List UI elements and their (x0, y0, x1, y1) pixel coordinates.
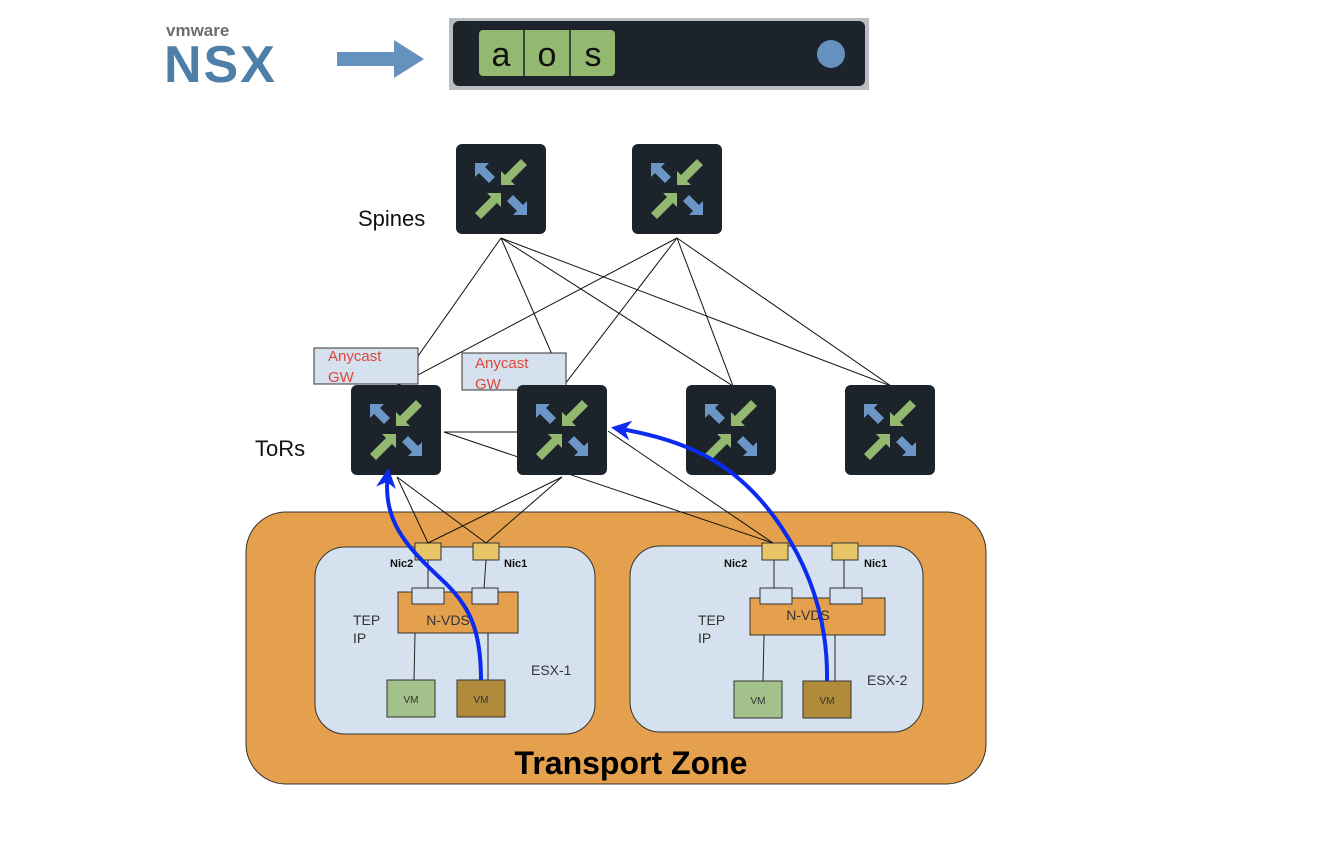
vm-label: VM (820, 696, 835, 707)
link-tor2-esx2-nic2 (607, 430, 774, 544)
nvds-uplink-port (829, 587, 863, 605)
spine-switch-1[interactable] (456, 144, 546, 234)
aos-letter-o: o (538, 36, 557, 74)
tor-switch-1[interactable] (351, 385, 441, 475)
spines-label: Spines (358, 206, 425, 231)
anycast-label-line1: Anycast (475, 355, 529, 372)
anycast-label-line2: GW (475, 376, 502, 393)
nvds-label: N-VDS (426, 612, 470, 628)
anycast-label-line2: GW (328, 369, 355, 386)
host-name-label: ESX-1 (531, 662, 572, 678)
anycast-gw-tor2: Anycast GW (461, 352, 567, 393)
flow-arrow-esx1-vm-to-tor1 (376, 468, 483, 681)
nvds-uplink-port (759, 587, 793, 605)
vm-box[interactable] (802, 680, 852, 719)
aos-logo: a o s (449, 18, 869, 90)
nic1-label: Nic1 (864, 558, 887, 570)
nic2[interactable] (761, 542, 789, 561)
tors-label: ToRs (255, 436, 305, 461)
fabric-links (396, 237, 892, 544)
link-spine2-tor1 (396, 237, 678, 387)
vm-label: VM (404, 695, 419, 706)
tep-ip-label-line1: TEP (698, 612, 725, 628)
link-spine1-tor4 (500, 237, 892, 387)
tep-ip-label-line2: IP (353, 630, 366, 646)
nic2-label: Nic2 (724, 558, 747, 570)
link-tor1-esx1-nic2 (396, 476, 429, 544)
transport-zone-label: Transport Zone (515, 745, 748, 781)
anycast-label-line1: Anycast (328, 348, 382, 365)
aos-letter-a: a (492, 36, 511, 74)
anycast-gw-tor1: Anycast GW (313, 347, 419, 386)
link-spine2-tor3 (676, 237, 734, 387)
nsx-brand-text: NSX (164, 36, 277, 94)
nic1[interactable] (831, 542, 859, 561)
link-tor1-esx2-nic2 (443, 431, 774, 544)
nic1-label: Nic1 (504, 558, 527, 570)
link-spine2-tor2 (564, 237, 678, 385)
flow-arrow-esx2-vm-to-tor2 (611, 420, 830, 682)
migration-arrow-icon (337, 40, 424, 78)
spine-switch-2[interactable] (632, 144, 722, 234)
link-tor2-esx1-nic1 (485, 476, 563, 544)
tep-ip-label-line2: IP (698, 630, 711, 646)
tor-switch-4[interactable] (845, 385, 935, 475)
host-name-label: ESX-2 (867, 672, 908, 688)
link-tor1-esx1-nic1 (396, 476, 487, 544)
host-esx-2[interactable]: N-VDS Nic2 Nic1 TEP IP VM VM ESX-2 (629, 542, 924, 733)
nic2-label: Nic2 (390, 558, 413, 570)
vmware-nsx-logo: vmware NSX (164, 21, 277, 94)
aos-status-dot-icon (817, 40, 845, 68)
tor-switch-2[interactable] (517, 385, 607, 475)
vm-label: VM (474, 695, 489, 706)
tep-ip-label-line1: TEP (353, 612, 380, 628)
nic1[interactable] (472, 542, 500, 561)
vm-box[interactable] (733, 680, 783, 719)
nvds-uplink-port (411, 587, 445, 605)
link-tor2-esx1-nic2 (427, 476, 563, 544)
nvds-uplink-port (471, 587, 499, 605)
tor-switch-3[interactable] (686, 385, 776, 475)
link-spine1-tor3 (500, 237, 734, 387)
vm-box[interactable] (456, 679, 506, 718)
aos-letter-s: s (585, 36, 602, 74)
host-esx-1[interactable]: N-VDS Nic2 Nic1 TEP IP VM VM ESX-1 (314, 542, 596, 735)
host-box (314, 546, 596, 735)
vm-label: VM (751, 696, 766, 707)
vm-box[interactable] (386, 679, 436, 718)
link-spine2-tor4 (676, 237, 892, 387)
vmware-brand-text: vmware (166, 21, 229, 40)
